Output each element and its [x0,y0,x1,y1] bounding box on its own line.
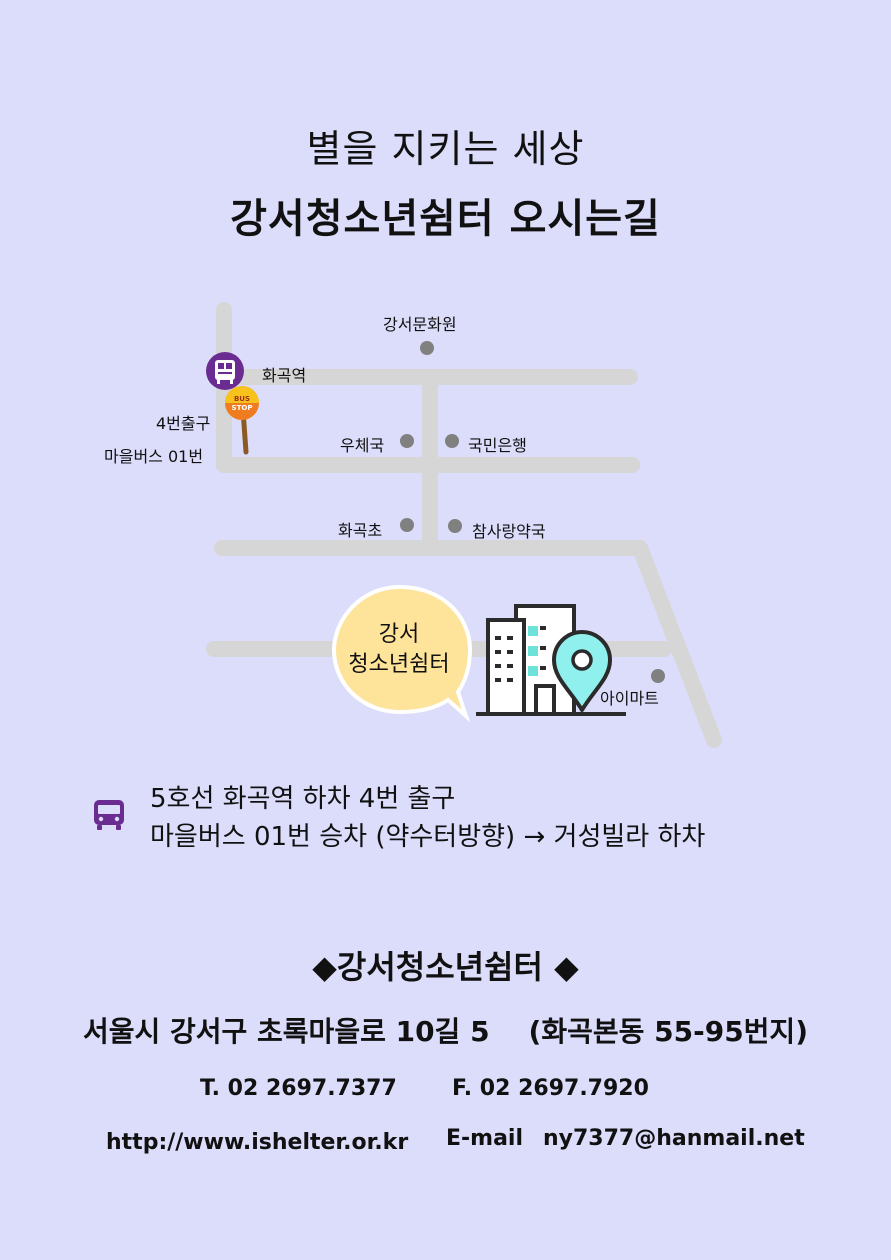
location-pin-icon [552,630,612,712]
directions-line-1: 5호선 화곡역 하차 4번 출구 [150,784,456,814]
road-diagonal [632,540,722,748]
organization-name: ◆강서청소년쉼터 ◆ [312,948,579,986]
label-culture-center: 강서문화원 [383,315,457,334]
bus-stop-text-2: STOP [232,404,253,412]
directions-line-2: 마을버스 01번 승차 (약수터방향) → 거성빌라 하차 [150,822,706,852]
bus-stop-text-1: BUS [234,395,250,403]
dot-bank [445,434,459,448]
label-post-office: 우체국 [340,436,385,455]
dot-school [400,518,414,532]
website-link[interactable]: http://www.ishelter.or.kr [106,1130,409,1155]
bus-stop-icon: BUS STOP [225,386,259,455]
label-station: 화곡역 [262,366,307,385]
bubble-label: 강서 청소년쉼터 [336,620,462,680]
dot-post-office [400,434,414,448]
dot-pharmacy [448,519,462,533]
directions-map: BUS STOP [206,302,722,748]
address: 서울시 강서구 초록마을로 10길 5 (화곡본동 55-95번지) [82,1015,808,1048]
subway-icon [206,352,244,390]
label-bank: 국민은행 [468,436,527,455]
dot-mart [651,669,665,683]
page-subtitle: 별을 지키는 세상 [306,127,585,171]
dot-culture-center [420,341,434,355]
bubble-line-1: 강서 [378,622,420,647]
label-mart: 아이마트 [600,689,659,708]
telephone: T. 02 2697.7377 [200,1076,397,1101]
email-link[interactable]: ny7377@hanmail.net [543,1126,805,1151]
label-bus: 마을버스 01번 [104,447,204,466]
fax: F. 02 2697.7920 [452,1076,649,1101]
shelter-bubble [331,584,473,723]
label-school: 화곡초 [338,521,383,540]
label-pharmacy: 참사랑약국 [472,522,546,541]
bus-icon [94,800,124,830]
bubble-line-2: 청소년쉼터 [348,652,450,677]
directions-text: 5호선 화곡역 하차 4번 출구 마을버스 01번 승차 (약수터방향) → 거… [150,780,705,856]
label-exit: 4번출구 [156,414,211,433]
email-label: E-mail [446,1126,524,1151]
page-title: 강서청소년쉼터 오시는길 [230,196,661,242]
building-icon [476,604,626,716]
